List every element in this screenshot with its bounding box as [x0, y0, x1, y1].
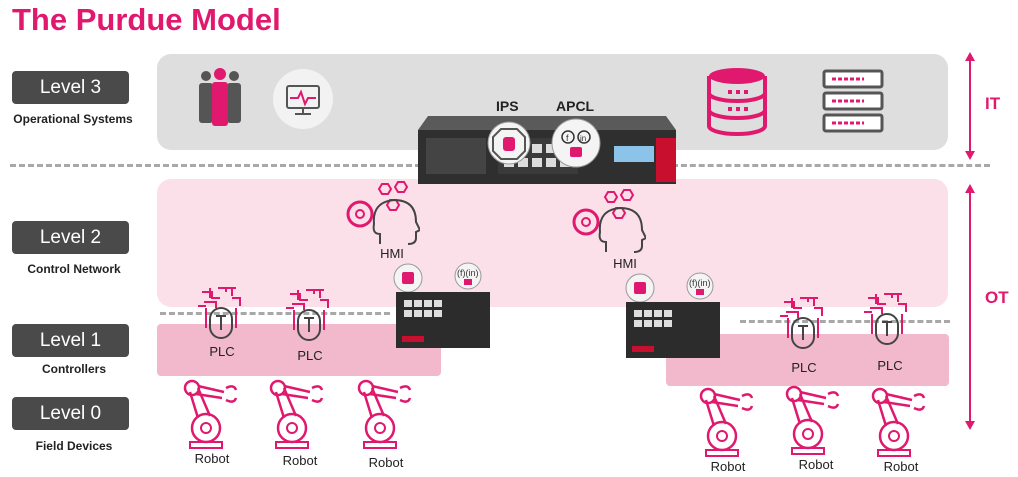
monitor-icon [273, 69, 333, 129]
ips-label: IPS [496, 98, 519, 114]
robot-label: Robot [710, 459, 746, 474]
level-1-subtitle: Controllers [41, 362, 106, 376]
plc-label: PLC [209, 344, 235, 359]
robot-arm-icon [357, 379, 412, 450]
ips-shield-hand-icon [487, 121, 531, 165]
page-title: The Purdue Model [12, 2, 281, 37]
it-ot-divider-left [10, 164, 430, 167]
plc-icon [779, 297, 823, 349]
level-1-badge: Level 1 [12, 324, 129, 357]
plc-icon [285, 289, 329, 341]
svg-text:(f)(in): (f)(in) [457, 268, 479, 278]
robot-arm-icon [699, 387, 754, 458]
level-0-subtitle: Field Devices [35, 439, 113, 453]
apcl-social-apps-icon: f in [551, 118, 601, 168]
security-gateway-appliance-icon [418, 116, 676, 184]
it-zone-label: IT [985, 94, 1001, 113]
apcl-label: APCL [556, 98, 595, 114]
ot-range-arrow-icon [965, 184, 975, 430]
database-icon [707, 68, 767, 136]
level-3-badge: Level 3 [12, 71, 129, 104]
svg-text:f: f [566, 133, 569, 143]
robot-label: Robot [194, 451, 230, 466]
level2-level1-divider-left [160, 312, 390, 315]
level-0-badge: Level 0 [12, 397, 129, 430]
hmi-label-left: HMI [380, 246, 404, 261]
plc-label: PLC [791, 360, 817, 375]
people-icon [199, 68, 241, 126]
robot-label: Robot [883, 459, 919, 474]
robot-arm-icon [269, 379, 324, 450]
plc-icon [863, 293, 907, 345]
edge-gateway-appliance-icon-left: (f)(in) [393, 262, 490, 348]
svg-text:in: in [580, 134, 586, 143]
svg-text:(f)(in): (f)(in) [689, 278, 711, 288]
it-ot-divider-right [672, 164, 990, 167]
plc-icon [197, 287, 241, 339]
hmi-gear-head-icon-left [346, 181, 420, 245]
hmi-label-right: HMI [613, 256, 637, 271]
robot-arm-icon [785, 385, 840, 456]
level-2-subtitle: Control Network [27, 262, 121, 276]
server-icon [822, 69, 884, 133]
robot-label: Robot [798, 457, 834, 472]
level-2-badge: Level 2 [12, 221, 129, 254]
hmi-gear-head-icon-right [572, 189, 646, 253]
edge-gateway-appliance-icon-right: (f)(in) [625, 272, 720, 358]
ot-zone-band [157, 179, 948, 307]
robot-label: Robot [282, 453, 318, 468]
robot-label: Robot [368, 455, 404, 470]
level2-level1-divider-right [740, 320, 950, 323]
ot-zone-label: OT [985, 288, 1009, 307]
it-range-arrow-icon [965, 52, 975, 160]
robot-arm-icon [871, 387, 926, 458]
plc-label: PLC [297, 348, 323, 363]
robot-arm-icon [183, 379, 238, 450]
plc-label: PLC [877, 358, 903, 373]
level-3-subtitle: Operational Systems [13, 112, 133, 126]
